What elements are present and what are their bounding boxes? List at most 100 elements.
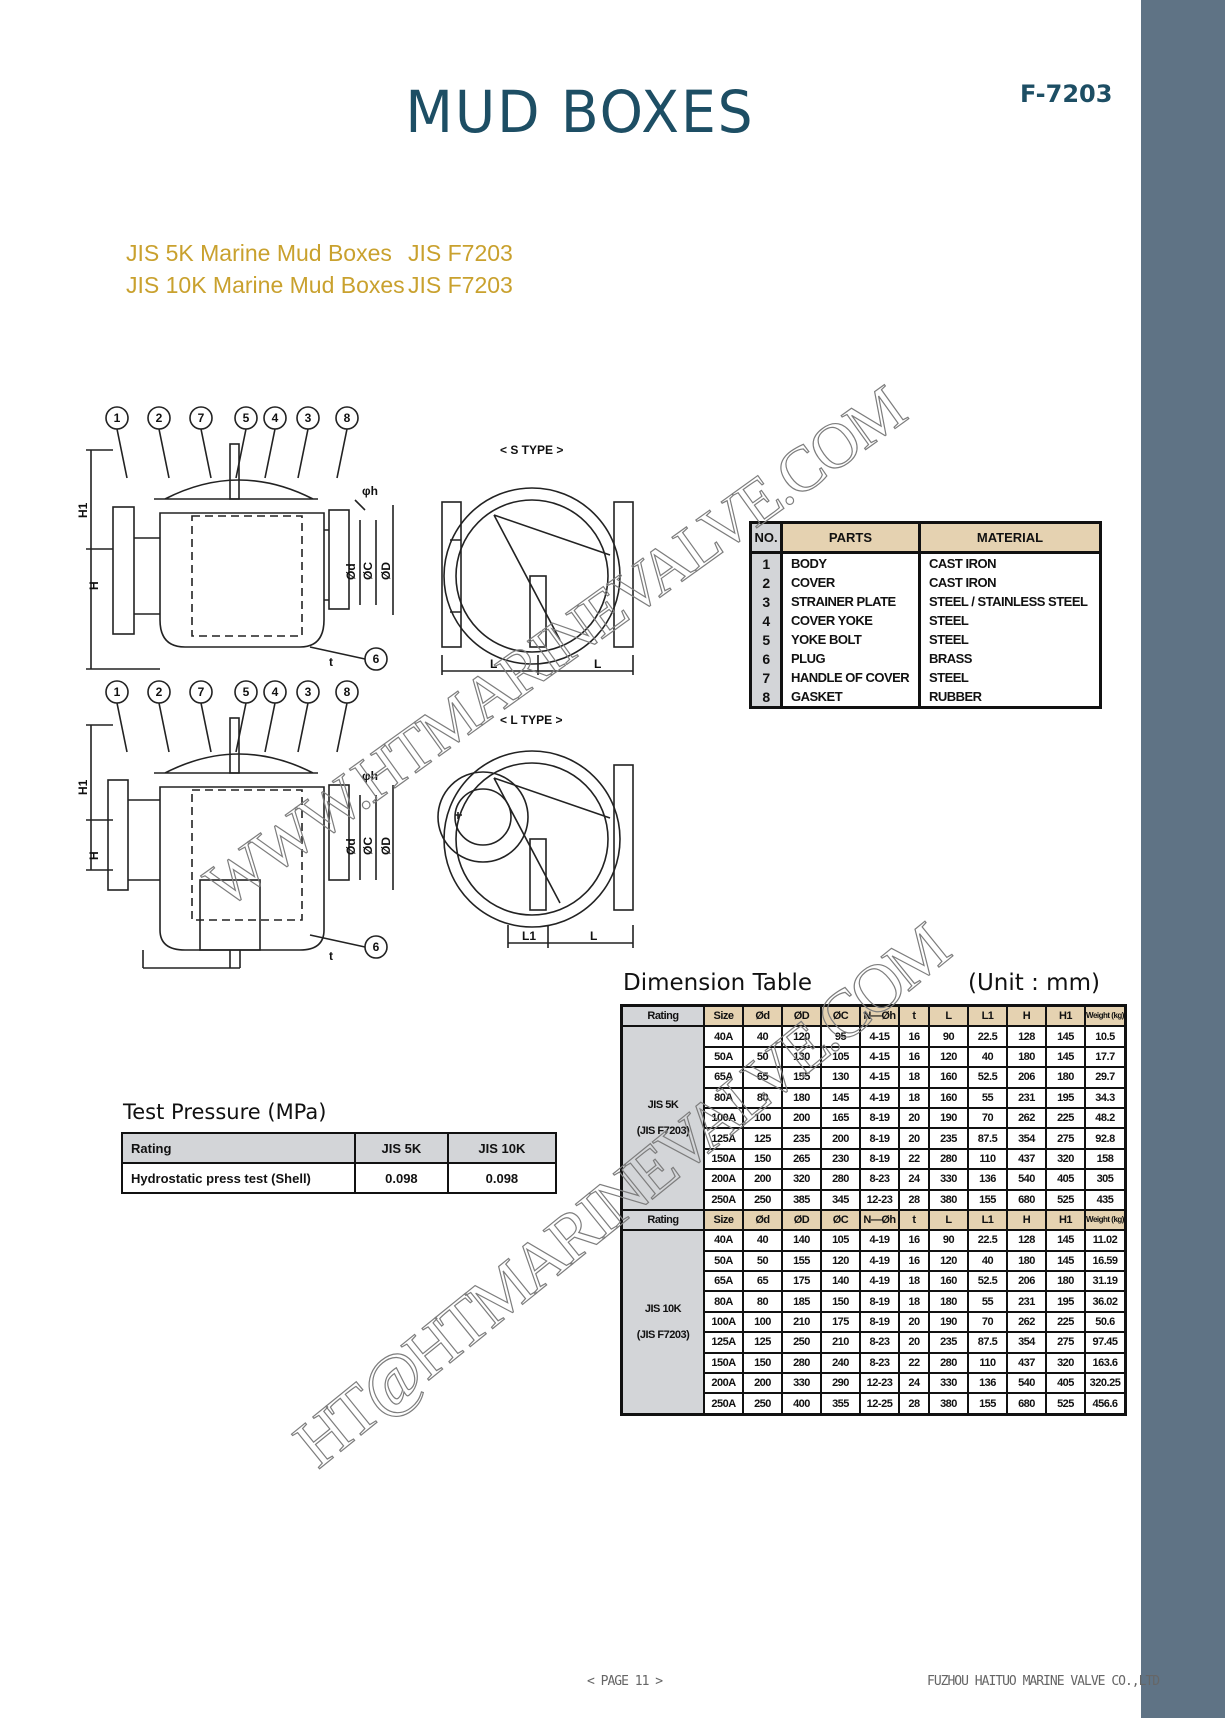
dimension-cell: 55	[967, 1086, 1008, 1109]
s-type-plan-view	[441, 487, 634, 675]
dimension-cell: 275	[1045, 1127, 1086, 1150]
dimension-cell: 16	[898, 1249, 930, 1273]
subtitle-name: JIS 5K Marine Mud Boxes	[126, 240, 392, 266]
dimension-cell: 290	[820, 1372, 861, 1395]
dimension-cell: 4-19	[859, 1270, 900, 1293]
tp-test-name: Hydrostatic press test (Shell)	[121, 1162, 356, 1194]
dim-h-hole-label: φh	[362, 769, 378, 783]
dimension-cell: 145	[1045, 1025, 1086, 1048]
dimension-cell: 145	[1045, 1045, 1086, 1069]
dimension-cell: 80A	[703, 1290, 744, 1313]
dimension-cell: 354	[1006, 1331, 1047, 1354]
dim-l-label: L	[590, 929, 597, 943]
dimension-cell: 280	[820, 1168, 861, 1191]
dimension-cell: 330	[928, 1168, 969, 1191]
dimension-cell: 120	[928, 1249, 969, 1273]
dimension-cell: 110	[967, 1147, 1008, 1171]
dimension-cell: 354	[1006, 1127, 1047, 1150]
dimension-cell: 65A	[703, 1066, 744, 1089]
dimension-cell: 4-15	[859, 1025, 900, 1048]
callout-balloon: 7	[189, 680, 213, 753]
callout-balloon: 2	[147, 406, 171, 479]
dim-h1-label: H1	[76, 779, 90, 795]
dimension-cell: 200	[742, 1372, 783, 1395]
dimension-cell: 16	[898, 1045, 930, 1069]
callout-number: 4	[272, 411, 279, 425]
dimension-header-cell: ØD	[781, 1004, 822, 1028]
callout-balloon: 3	[296, 406, 320, 479]
dimension-cell: 280	[781, 1351, 822, 1375]
dimension-cell: 36.02	[1084, 1290, 1127, 1313]
dimension-cell: 200A	[703, 1372, 744, 1395]
dimension-cell: 330	[781, 1372, 822, 1395]
l-type-label: < L TYPE >	[500, 713, 562, 727]
dimension-cell: 405	[1045, 1168, 1086, 1191]
dimension-cell: 17.7	[1084, 1045, 1127, 1069]
part-number: 2	[750, 573, 782, 592]
dimension-cell: 18	[898, 1270, 930, 1293]
dimension-cell: 8-19	[859, 1310, 900, 1334]
dimension-cell: 155	[781, 1249, 822, 1273]
dim-d-label: Ød	[344, 838, 358, 855]
part-material: STEEL	[917, 668, 1101, 687]
callout-balloon: 6	[309, 934, 388, 959]
s-type-label: < S TYPE >	[500, 443, 563, 457]
rating-standard: (JIS F7203)	[636, 1125, 690, 1138]
dimension-header-cell: ØC	[820, 1208, 861, 1232]
dimension-cell: 100A	[703, 1310, 744, 1334]
dim-c-label: ØC	[361, 837, 375, 855]
dimension-cell: 437	[1006, 1351, 1047, 1375]
callout-balloon: 7	[189, 406, 213, 479]
dimension-cell: 330	[928, 1372, 969, 1395]
dimension-cell: 158	[1084, 1147, 1127, 1171]
dimension-cell: 70	[967, 1310, 1008, 1334]
dimension-cell: 18	[898, 1066, 930, 1089]
dimension-cell: 128	[1006, 1229, 1047, 1252]
dimension-cell: 195	[1045, 1290, 1086, 1313]
rating-standard: (JIS F7203)	[636, 1329, 690, 1342]
dimension-cell: 230	[820, 1147, 861, 1171]
dimension-header-cell: Rating	[620, 1208, 705, 1232]
dimension-cell: 210	[781, 1310, 822, 1334]
tp-value-10k: 0.098	[446, 1162, 558, 1194]
part-name: COVER	[780, 573, 920, 592]
dimension-header-cell: t	[898, 1208, 930, 1232]
dim-c-label: ØC	[361, 562, 375, 580]
dimension-header-cell: N—Øh	[859, 1004, 900, 1028]
dimension-cell: 28	[898, 1392, 930, 1416]
dimension-cell: 12-25	[859, 1392, 900, 1416]
dimension-cell: 140	[820, 1270, 861, 1293]
dimension-cell: 16	[898, 1229, 930, 1252]
dimension-cell: 80	[742, 1290, 783, 1313]
dimension-header-cell: H	[1006, 1208, 1047, 1232]
dimension-cell: 8-19	[859, 1147, 900, 1171]
dimension-cell: 20	[898, 1331, 930, 1354]
dimension-cell: 97.45	[1084, 1331, 1127, 1354]
dimension-cell: 65A	[703, 1270, 744, 1293]
dimension-cell: 120	[928, 1045, 969, 1069]
dimension-cell: 210	[820, 1331, 861, 1354]
dimension-header-cell: Size	[703, 1208, 744, 1232]
callout-number: 2	[156, 411, 163, 425]
dimension-cell: 265	[781, 1147, 822, 1171]
dimension-cell: 262	[1006, 1106, 1047, 1130]
dim-h-label: H	[87, 581, 101, 590]
dimension-header-cell: Ød	[742, 1004, 783, 1028]
dimension-cell: 190	[928, 1310, 969, 1334]
callout-number: 5	[243, 685, 250, 699]
dimension-cell: 55	[967, 1290, 1008, 1313]
dim-t-label: t	[329, 949, 333, 963]
part-name: STRAINER PLATE	[780, 592, 920, 611]
dimension-cell: 100A	[703, 1106, 744, 1130]
dimension-cell: 235	[781, 1127, 822, 1150]
dimension-header-cell: ØC	[820, 1004, 861, 1028]
dimension-cell: 50A	[703, 1045, 744, 1069]
dimension-header-cell: H	[1006, 1004, 1047, 1028]
